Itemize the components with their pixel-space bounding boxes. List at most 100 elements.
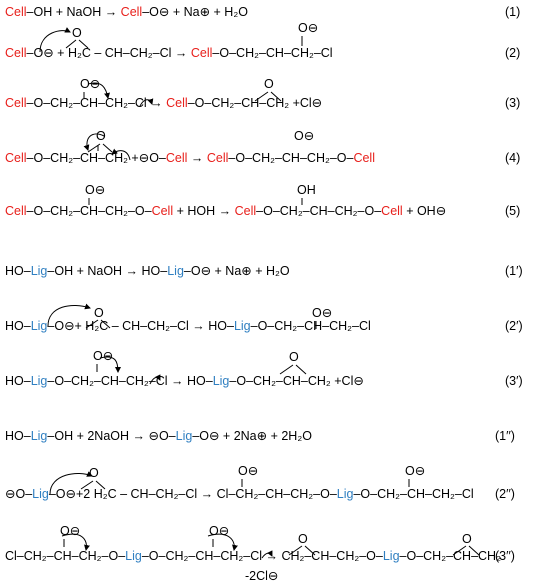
- epoxide-bond: [304, 545, 316, 556]
- oxygen-label: O: [96, 129, 106, 143]
- oxygen-label: O: [462, 532, 472, 546]
- equation-3p: HO–Lig–O–CH₂–CH–CH₂–Cl → HO–Lig–O–CH₂–CH…: [5, 374, 364, 388]
- equation-2pp: ⊖O–Lig–O⊖+2 H₂C – CH–CH₂–Cl → Cl–CH₂–CH–…: [5, 487, 474, 501]
- equation-1: Cell–OH + NaOH → Cell–O⊖ + Na⊕ + H₂O: [5, 5, 248, 19]
- formula-text: –O⊖ + Na⊕ + H₂O: [142, 5, 248, 19]
- formula-text: HO–: [5, 429, 31, 443]
- formula-text: –O–CH₂–CH–CH₂ +Cl⊖: [188, 96, 322, 110]
- mechanism-arrows: [39, 27, 273, 559]
- curved-arrow-icon: [149, 374, 161, 385]
- epoxide-bond: [65, 39, 77, 49]
- curved-arrow-icon: [39, 27, 71, 53]
- lig-label: Lig: [213, 374, 230, 388]
- lig-label: Lig: [31, 319, 48, 333]
- oxygen-label: O⊖: [85, 183, 105, 197]
- formula-text: –O–CH₂–CH–CH₂–Cl: [353, 487, 473, 501]
- curved-arrow-icon: [87, 82, 110, 99]
- equation-number: (3): [505, 96, 520, 110]
- equation-3: Cell–O–CH₂–CH–CH₂–Cl → Cell–O–CH₂–CH–CH₂…: [5, 96, 322, 110]
- epoxide-bond: [452, 545, 467, 556]
- cell-label: Cell: [121, 5, 143, 19]
- formula-text: HO–: [5, 319, 31, 333]
- equation-number: (5): [505, 204, 520, 218]
- oxygen-label: O⊖: [294, 129, 314, 143]
- cell-label: Cell: [166, 96, 188, 110]
- formula-text: –O⊖+ H₂C – CH–CH₂–Cl → HO–: [47, 319, 234, 333]
- vertical-bonds: [63, 36, 410, 547]
- oxygen-label: O⊖: [209, 524, 229, 538]
- epoxide-bond: [100, 319, 111, 329]
- equation-2: Cell–O⊖ + H₂C – CH–CH₂–Cl → Cell–O–CH₂–C…: [5, 46, 333, 60]
- curved-arrow-icon: [47, 303, 91, 327]
- formula-text: –O⊖+2 H₂C – CH–CH₂–Cl → Cl–CH₂–CH–CH₂–O–: [49, 487, 337, 501]
- curved-arrow-icon: [139, 98, 154, 107]
- equation-5: Cell–O–CH₂–CH–CH₂–O–Cell + HOH → Cell–O–…: [5, 204, 446, 218]
- equation-lines: Cell–OH + NaOH → Cell–O⊖ + Na⊕ + H₂OCell…: [5, 5, 501, 563]
- equation-numbers: (1)(2)(3)(4)(5)(1′)(2′)(3′)(1′′)(2′′)(3′…: [495, 5, 523, 563]
- lig-label: Lig: [31, 264, 48, 278]
- curved-arrow-icon: [111, 148, 131, 161]
- oxygen-label: O: [289, 350, 299, 364]
- formula-text: HO–: [5, 374, 31, 388]
- formula-text: –O–CH₂–CH–CH₂–Cl → CH₂–CH–CH₂–O–: [142, 549, 383, 563]
- epoxide-bond: [80, 480, 94, 490]
- cell-label: Cell: [5, 151, 27, 165]
- formula-text: Cl–CH₂–CH–CH₂–O–: [5, 549, 125, 563]
- formula-text: –O–CH₂–CH–CH₂ +Cl⊖: [229, 374, 363, 388]
- lig-label: Lig: [176, 429, 193, 443]
- equation-1pp: HO–Lig–OH + 2NaOH → ⊖O–Lig–O⊖ + 2Na⊕ + 2…: [5, 429, 312, 443]
- oxygen-label: O: [298, 532, 308, 546]
- curved-arrow-icon: [61, 533, 90, 551]
- formula-text: –O–CH₂–CH–CH₂–Cl → HO–: [47, 374, 212, 388]
- epoxide-bond: [95, 480, 106, 490]
- epoxide-bond: [254, 91, 269, 102]
- equation-number: (3′′): [495, 549, 515, 563]
- curved-arrow-icon: [261, 550, 273, 559]
- formula-text: HO–: [5, 264, 31, 278]
- formula-text: –O–CH₂–CH–CH₂–Cl: [212, 46, 332, 60]
- equation-number: (1): [505, 5, 520, 19]
- lig-label: Lig: [234, 319, 251, 333]
- formula-text: –O–CH₂–CH–CH₂: [400, 549, 502, 563]
- curved-arrow-icon: [49, 471, 93, 495]
- equation-number: (2): [505, 46, 520, 60]
- formula-text: –OH + 2NaOH → ⊖O–: [47, 429, 175, 443]
- formula-text: + HOH →: [173, 204, 234, 218]
- curved-arrow-icon: [99, 356, 121, 373]
- cell-label: Cell: [166, 151, 188, 165]
- lig-label: Lig: [125, 549, 142, 563]
- formula-text: –O⊖ + 2Na⊕ + 2H₂O: [192, 429, 312, 443]
- formula-text: –O–CH₂–CH–CH₂ +⊖O–: [27, 151, 166, 165]
- cell-label: Cell: [353, 151, 375, 165]
- epoxide-bond: [85, 319, 99, 329]
- lig-label: Lig: [167, 264, 184, 278]
- formula-text: –O–CH₂–CH–CH₂–O–: [228, 151, 353, 165]
- oxygen-label: O⊖: [80, 77, 100, 91]
- formula-text: –O–CH₂–CH–CH₂–O–: [256, 204, 381, 218]
- formula-text: + OH⊖: [403, 204, 446, 218]
- lig-label: Lig: [31, 429, 48, 443]
- oxygen-label: O⊖: [312, 306, 332, 320]
- cell-label: Cell: [235, 204, 257, 218]
- formula-text: –O⊖ + Na⊕ + H₂O: [184, 264, 290, 278]
- formula-text: –OH + NaOH →: [27, 5, 121, 19]
- oxygen-label: O: [72, 26, 82, 40]
- cell-label: Cell: [207, 151, 229, 165]
- equation-number: (2′′): [495, 487, 515, 501]
- cell-label: Cell: [5, 96, 27, 110]
- formula-text: →: [187, 151, 206, 165]
- oxygen-label: O⊖: [405, 464, 425, 478]
- epoxide-bond: [102, 143, 113, 153]
- equation-number: (3′): [505, 374, 523, 388]
- lig-label: Lig: [32, 487, 49, 501]
- formula-text: ⊖O–: [5, 487, 32, 501]
- epoxide-bond: [295, 364, 307, 375]
- lig-label: Lig: [31, 374, 48, 388]
- formula-text: –O–CH₂–CH–CH₂–Cl: [251, 319, 371, 333]
- oxygen-label: O⊖: [93, 349, 113, 363]
- oxygen-label: O: [89, 466, 99, 480]
- epoxide-bond: [78, 39, 89, 49]
- oxygen-label: O: [264, 77, 274, 91]
